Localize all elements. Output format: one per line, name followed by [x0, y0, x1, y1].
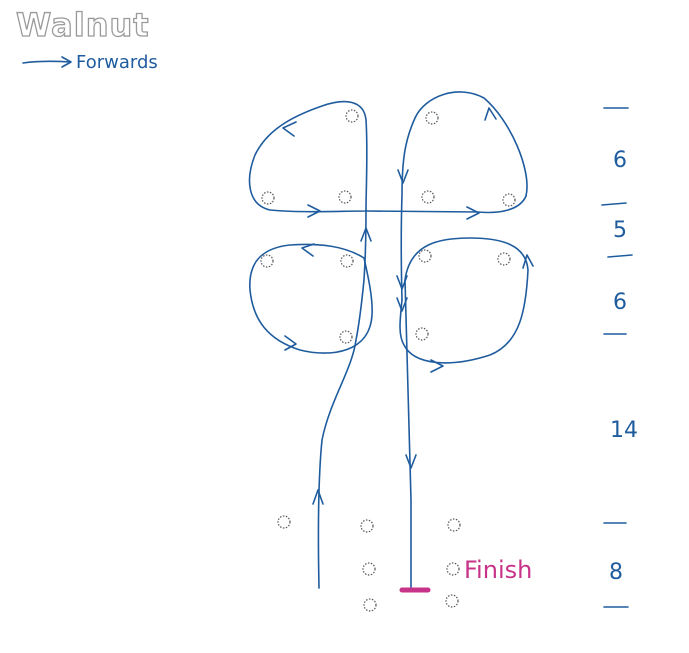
top-right-loop [400, 91, 528, 301]
pole-dot-icon [277, 515, 291, 529]
course-path-finish [404, 279, 412, 591]
pole-dot-icon [502, 193, 516, 207]
finish-label: Finish [464, 556, 533, 584]
pole-dot-icon [497, 252, 511, 266]
arrow-icon [282, 107, 534, 505]
distance-label: 8 [609, 560, 623, 585]
pole-dot-icon [418, 249, 432, 263]
pole-dot-icon [261, 191, 275, 205]
forward-arrow-icon [22, 56, 72, 68]
pole-dot-icon [339, 330, 353, 344]
pole-dot-icon [260, 254, 274, 268]
distance-label: 5 [613, 218, 627, 243]
legend-label: Forwards [76, 52, 158, 73]
pole-dot-icon [421, 190, 435, 204]
top-left-loop [248, 100, 368, 213]
pole-dot-icon [425, 111, 439, 125]
bottom-left-loop [249, 243, 373, 354]
bottom-right-loop [399, 237, 529, 364]
crossbar [365, 195, 527, 214]
distance-tick [601, 202, 627, 206]
distance-label: 6 [613, 290, 627, 315]
pole-dot-icon [360, 519, 374, 533]
pole-dot-icon [415, 327, 429, 341]
distance-label: 14 [610, 418, 638, 443]
pole-dot-icon [445, 594, 459, 608]
distance-label: 6 [613, 148, 627, 173]
pole-dot-icon [362, 562, 376, 576]
pole-dot-icon [363, 598, 377, 612]
pole-dot-icon [345, 109, 359, 123]
course-title: Walnut [15, 5, 150, 44]
pole-dot-icon [446, 562, 460, 576]
pole-dot-icon [447, 518, 461, 532]
pole-dot-icon [340, 254, 354, 268]
pole-dot-icon [338, 190, 352, 204]
distance-tick [607, 254, 633, 258]
course-path-start [317, 209, 367, 589]
